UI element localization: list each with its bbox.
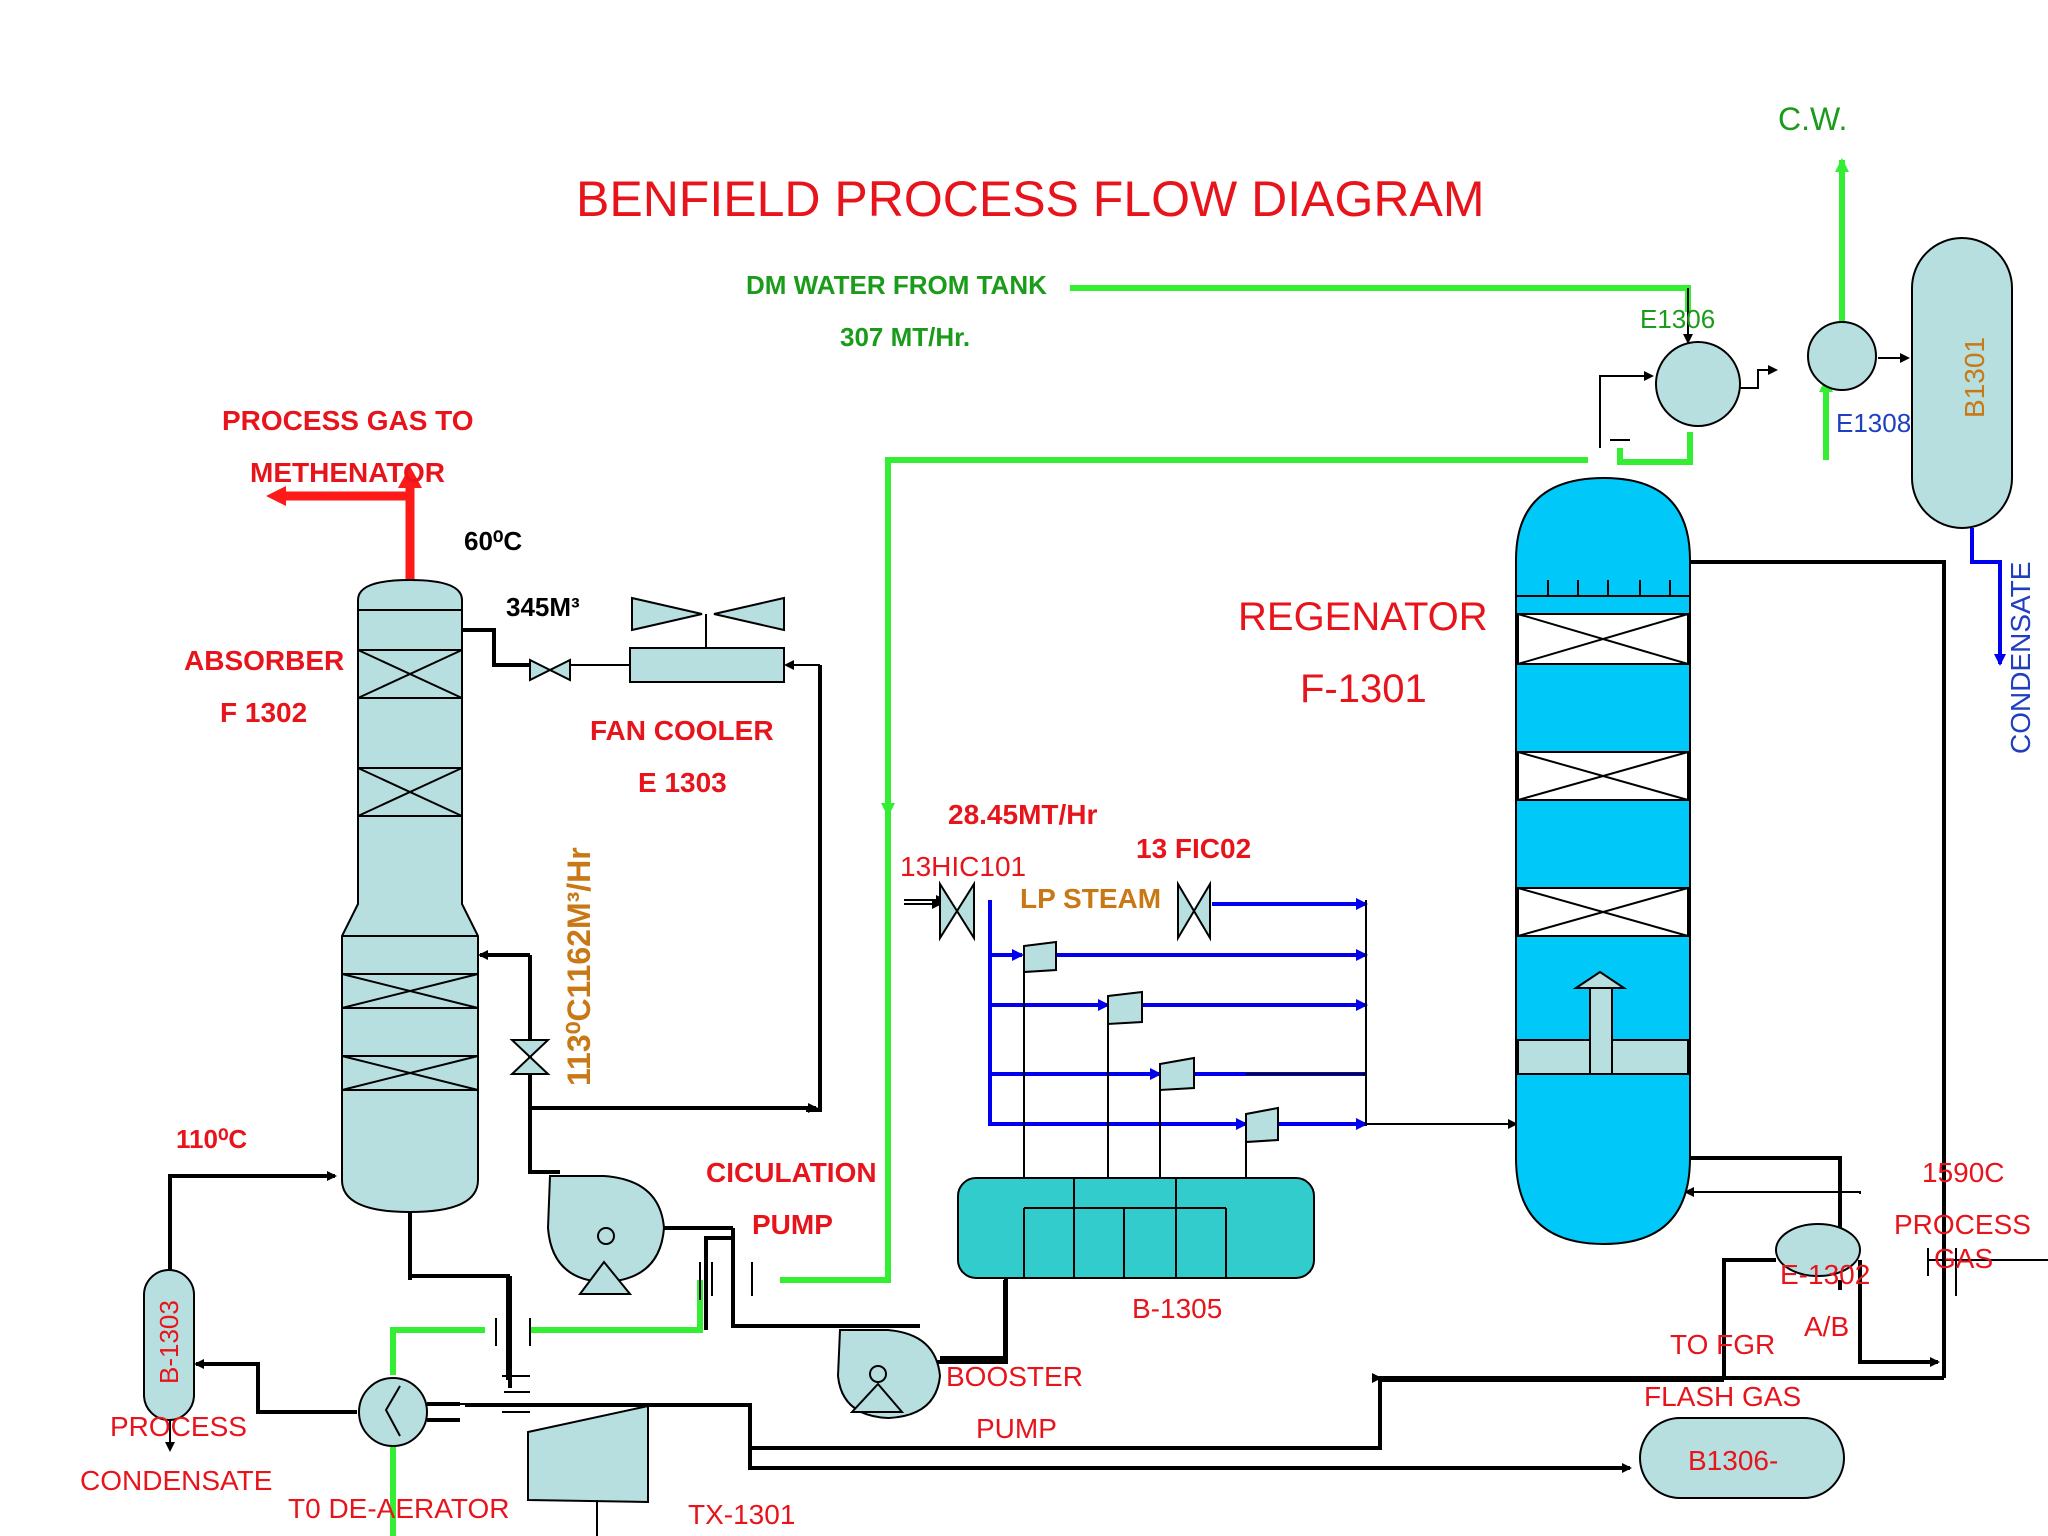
hic101-label: 13HIC101: [900, 851, 1026, 882]
drum-b1306: [1639, 1417, 1845, 1499]
dm-water-label: DM WATER FROM TANK: [746, 270, 1047, 300]
valves: [509, 658, 1211, 1075]
to-fgr-label-1: TO FGR: [1670, 1329, 1775, 1360]
b1305-label: B-1305: [1132, 1293, 1222, 1324]
booster-pump: [836, 1329, 942, 1420]
e1302-label: E-1302: [1780, 1259, 1870, 1290]
fan-cooler-e1303: [629, 596, 785, 683]
fan-cooler-label-1: FAN COOLER: [590, 715, 774, 746]
fan-cooler-label-2: E 1303: [638, 767, 727, 798]
b1301-label: B1301: [1959, 337, 1990, 418]
fic02-label: 13 FIC02: [1136, 833, 1251, 864]
deaerator-exchanger: [358, 1377, 508, 1447]
absorber-label-1: ABSORBER: [184, 645, 344, 676]
exchanger-e1302: [1775, 1223, 1861, 1277]
process-condensate-label-1: PROCESS: [110, 1411, 247, 1442]
diagram-title: BENFIELD PROCESS FLOW DIAGRAM: [576, 171, 1484, 227]
process-gas-line: [266, 466, 422, 580]
temp-110-label: 110⁰C: [176, 1124, 247, 1154]
drum-b1303: [143, 1269, 195, 1452]
process-gas-label-1: PROCESS GAS TO: [222, 405, 474, 436]
process-condensate-label-2: CONDENSATE: [80, 1465, 272, 1496]
process-gas-label-2: METHENATOR: [250, 457, 445, 488]
process-gas-right-label-1: PROCESS: [1894, 1209, 2031, 1240]
exchanger-e1306: [1655, 288, 1741, 427]
absorber-label-2: F 1302: [220, 697, 307, 728]
booster-label-2: PUMP: [976, 1413, 1057, 1444]
regenerator-label-2: F-1301: [1300, 667, 1427, 711]
regenerator-label-1: REGENATOR: [1238, 595, 1488, 639]
exchanger-e1308: [1807, 321, 1877, 391]
turbine-tx1301: [527, 1404, 649, 1536]
fic02-valve: [1177, 880, 1211, 942]
tx1301-label: TX-1301: [688, 1499, 795, 1530]
booster-label-1: BOOSTER: [946, 1361, 1083, 1392]
vol-345-label: 345M³: [506, 592, 580, 622]
circulation-pump: [546, 1175, 666, 1295]
deaerator-label: T0 DE-AERATOR: [288, 1493, 509, 1524]
regenerator-f1301: [1515, 476, 1691, 1246]
condensate-right-label: CONDENSATE: [2005, 562, 2036, 754]
fan-cooler-valve: [529, 658, 571, 682]
dm-flow-label: 307 MT/Hr.: [840, 322, 970, 352]
flow-2845-label: 28.45MT/Hr: [948, 799, 1097, 830]
cw-label: C.W.: [1778, 101, 1847, 137]
circulation-label-2: PUMP: [752, 1209, 833, 1240]
absorber-f1302: [341, 578, 479, 1214]
lp-steam-manifold: [904, 528, 2006, 1130]
process-gas-right-label-2: GAS: [1934, 1243, 1993, 1274]
to-fgr-label-2: FLASH GAS: [1644, 1381, 1801, 1412]
vertical-flow-label: 113⁰C1162M³/Hr: [561, 847, 597, 1086]
hic101-valve: [939, 880, 975, 942]
circulation-label-1: CICULATION: [706, 1157, 877, 1188]
temp-60-label: 60⁰C: [464, 526, 522, 556]
lp-steam-label: LP STEAM: [1020, 883, 1161, 914]
flanges: [495, 439, 1630, 1413]
b1303-label: B-1303: [154, 1300, 184, 1384]
temp-159-label: 1590C: [1922, 1157, 2005, 1188]
b1306-label: B1306-: [1688, 1445, 1778, 1476]
tank-b1305: [957, 940, 1315, 1279]
drum-b1301: [1911, 237, 2013, 529]
ab-label: A/B: [1804, 1311, 1849, 1342]
e1308-label: E1308: [1836, 408, 1911, 438]
absorber-feed-valve: [509, 1039, 551, 1075]
e1306-label: E1306: [1640, 304, 1715, 334]
